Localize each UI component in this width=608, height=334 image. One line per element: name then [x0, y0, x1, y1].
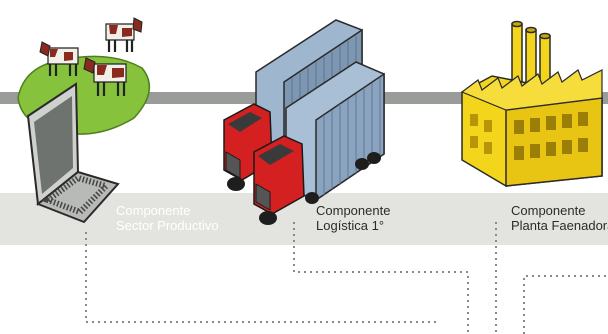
laptop-cattle-icon: [17, 17, 151, 224]
component-label-line2: Logística 1°: [316, 218, 385, 233]
trucks-icon: [223, 19, 385, 225]
component-label-line2: Sector Productivo: [116, 218, 219, 233]
cow-icon: [83, 57, 127, 96]
component-label-logistica: Componente Logística 1°: [316, 203, 390, 233]
truck-cab-icon: [253, 135, 381, 225]
component-label-line1: Componente: [511, 203, 586, 218]
cow-icon: [39, 41, 79, 76]
component-label-line2: Planta Faenadora: [511, 218, 608, 233]
component-label-line1: Componente: [116, 203, 191, 218]
connector-logistica: [293, 222, 469, 334]
component-label-planta-faenadora: Componente Planta Faenadora: [511, 203, 608, 233]
component-label-line1: Componente: [316, 203, 391, 218]
component-label-sector-productivo: Componente Sector Productivo: [116, 203, 219, 233]
cow-icon: [105, 17, 143, 52]
factory-icon: [460, 20, 603, 187]
connector-productivo: [85, 232, 440, 323]
connector-planta-right: [523, 275, 608, 334]
